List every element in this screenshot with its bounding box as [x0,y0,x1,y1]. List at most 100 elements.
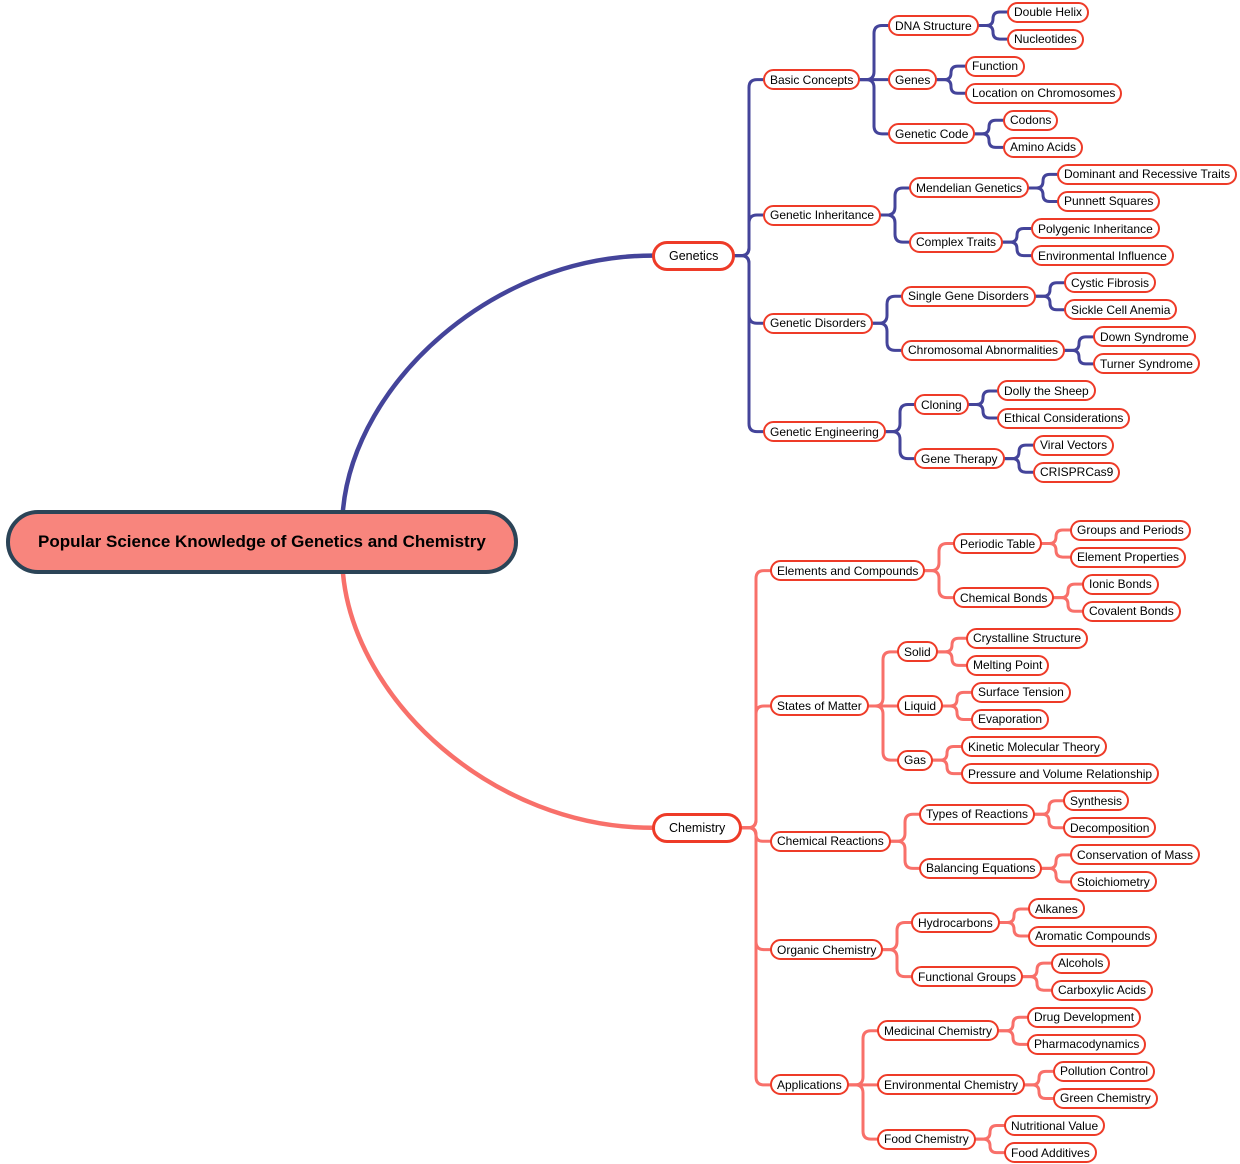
mindmap-node-evaporation[interactable]: Evaporation [971,708,1050,730]
mindmap-node-covalent-bonds[interactable]: Covalent Bonds [1082,600,1181,622]
mindmap-node-drug-development[interactable]: Drug Development [1027,1006,1142,1028]
mindmap-node-elements-and-compounds[interactable]: Elements and Compounds [770,560,926,582]
mindmap-node-alkanes[interactable]: Alkanes [1028,898,1085,920]
mindmap-node-medicinal-chemistry[interactable]: Medicinal Chemistry [877,1020,1000,1042]
mindmap-node-crisprcas9[interactable]: CRISPRCas9 [1033,461,1121,483]
link-surface-tension [941,690,973,708]
mindmap-node-element-properties[interactable]: Element Properties [1070,546,1187,568]
mindmap-root-node[interactable]: Popular Science Knowledge of Genetics an… [6,509,518,574]
mindmap-node-groups-and-periods[interactable]: Groups and Periods [1070,519,1191,541]
mindmap-node-down-syndrome[interactable]: Down Syndrome [1093,326,1196,348]
mindmap-node-pollution-control[interactable]: Pollution Control [1053,1060,1156,1082]
mindmap-node-pharmacodynamics[interactable]: Pharmacodynamics [1027,1033,1147,1055]
mindmap-node-cystic-fibrosis[interactable]: Cystic Fibrosis [1064,272,1157,294]
mindmap-node-applications[interactable]: Applications [770,1074,849,1096]
link-chemical-bonds [923,569,955,600]
link-element-properties [1040,542,1072,559]
mindmap-node-single-gene-disorders[interactable]: Single Gene Disorders [901,285,1036,307]
mindmap-node-codons[interactable]: Codons [1003,109,1059,131]
mindmap-node-hydrocarbons[interactable]: Hydrocarbons [911,912,1000,933]
link-nutritional-value [974,1124,1006,1141]
link-gene-therapy [884,430,916,461]
link-dolly-the-sheep [967,389,999,407]
mindmap-node-chemical-bonds[interactable]: Chemical Bonds [953,587,1055,609]
mindmap-node-genetics[interactable]: Genetics [652,240,736,271]
mindmap-node-dominant-and-recessive-traits[interactable]: Dominant and Recessive Traits [1057,163,1238,185]
mindmap-node-mendelian-genetics[interactable]: Mendelian Genetics [909,177,1030,199]
mindmap-node-punnett-squares[interactable]: Punnett Squares [1057,190,1161,212]
mindmap-node-genetic-disorders[interactable]: Genetic Disorders [763,312,874,334]
mindmap-node-kinetic-molecular-theory[interactable]: Kinetic Molecular Theory [961,736,1107,758]
mindmap-node-states-of-matter[interactable]: States of Matter [770,695,869,717]
link-crystalline-structure [936,636,968,654]
mindmap-node-decomposition[interactable]: Decomposition [1063,817,1157,839]
mindmap-node-location-on-chromosomes[interactable]: Location on Chromosomes [965,82,1123,104]
mindmap-node-chemical-reactions[interactable]: Chemical Reactions [770,830,891,852]
mindmap-node-green-chemistry[interactable]: Green Chemistry [1053,1087,1158,1109]
mindmap-node-dolly-the-sheep[interactable]: Dolly the Sheep [997,380,1096,402]
mindmap-node-nucleotides[interactable]: Nucleotides [1007,28,1084,50]
mindmap-node-gas[interactable]: Gas [897,749,934,771]
mindmap-node-polygenic-inheritance[interactable]: Polygenic Inheritance [1031,218,1160,240]
mindmap-node-pressure-and-volume-relationship[interactable]: Pressure and Volume Relationship [961,763,1160,785]
mindmap-node-stoichiometry[interactable]: Stoichiometry [1070,871,1157,893]
link-melting-point [936,650,968,667]
mindmap-node-gene-therapy[interactable]: Gene Therapy [914,448,1005,470]
link-root-chemistry [340,571,655,831]
link-medicinal-chemistry [847,1029,879,1087]
link-dna-structure [858,24,890,82]
mindmap-node-genetic-engineering[interactable]: Genetic Engineering [763,421,886,443]
mindmap-node-conservation-of-mass[interactable]: Conservation of Mass [1070,844,1201,866]
mindmap-node-dna-structure[interactable]: DNA Structure [888,15,979,37]
mindmap-node-amino-acids[interactable]: Amino Acids [1003,136,1084,158]
mindmap-node-genes[interactable]: Genes [888,69,938,91]
mindmap-node-function[interactable]: Function [965,55,1026,77]
mindmap-node-basic-concepts[interactable]: Basic Concepts [763,69,861,91]
link-hydrocarbons [881,921,913,952]
mindmap-node-environmental-chemistry[interactable]: Environmental Chemistry [877,1074,1026,1096]
mindmap-node-ethical-considerations[interactable]: Ethical Considerations [997,407,1131,429]
mindmap-node-turner-syndrome[interactable]: Turner Syndrome [1093,353,1200,375]
mindmap-node-functional-groups[interactable]: Functional Groups [911,966,1024,988]
mindmap-node-food-additives[interactable]: Food Additives [1004,1142,1097,1164]
link-kinetic-molecular-theory [931,745,963,762]
link-genetic-code [858,78,890,136]
link-groups-and-periods [1040,528,1072,546]
mindmap-node-liquid[interactable]: Liquid [897,695,944,717]
mindmap-node-balancing-equations[interactable]: Balancing Equations [919,857,1043,879]
mindmap-node-cloning[interactable]: Cloning [914,394,969,415]
mindmap-node-melting-point[interactable]: Melting Point [966,654,1050,676]
mindmap-node-synthesis[interactable]: Synthesis [1063,790,1130,812]
link-ethical-considerations [967,403,999,420]
link-codons [973,118,1005,136]
mindmap-node-genetic-inheritance[interactable]: Genetic Inheritance [763,204,882,226]
link-solid [867,650,899,708]
mindmap-node-environmental-influence[interactable]: Environmental Influence [1031,245,1174,267]
link-green-chemistry [1023,1083,1055,1100]
mindmap-node-chemistry[interactable]: Chemistry [652,812,743,843]
mindmap-node-nutritional-value[interactable]: Nutritional Value [1004,1115,1106,1137]
mindmap-node-periodic-table[interactable]: Periodic Table [953,533,1043,555]
mindmap-node-carboxylic-acids[interactable]: Carboxylic Acids [1051,979,1154,1001]
link-alcohols [1021,961,1053,979]
mindmap-node-organic-chemistry[interactable]: Organic Chemistry [770,939,884,961]
mindmap-node-food-chemistry[interactable]: Food Chemistry [877,1128,976,1150]
link-conservation-of-mass [1040,853,1072,870]
mindmap-node-double-helix[interactable]: Double Helix [1007,1,1090,23]
mindmap-node-alcohols[interactable]: Alcohols [1051,952,1111,974]
mindmap-node-viral-vectors[interactable]: Viral Vectors [1033,434,1115,456]
mindmap-node-chromosomal-abnormalities[interactable]: Chromosomal Abnormalities [901,339,1066,361]
mindmap-node-crystalline-structure[interactable]: Crystalline Structure [966,627,1089,649]
mindmap-node-complex-traits[interactable]: Complex Traits [909,231,1004,253]
link-double-helix [977,10,1009,28]
mindmap-node-surface-tension[interactable]: Surface Tension [971,681,1071,703]
mindmap-node-genetic-code[interactable]: Genetic Code [888,123,976,145]
link-cystic-fibrosis [1034,281,1066,298]
mindmap-node-aromatic-compounds[interactable]: Aromatic Compounds [1028,925,1158,947]
link-aromatic-compounds [998,921,1030,938]
mindmap-node-ionic-bonds[interactable]: Ionic Bonds [1082,573,1159,595]
mindmap-node-sickle-cell-anemia[interactable]: Sickle Cell Anemia [1064,299,1178,321]
mindmap-node-types-of-reactions[interactable]: Types of Reactions [919,803,1036,825]
mindmap-node-solid[interactable]: Solid [897,641,938,663]
